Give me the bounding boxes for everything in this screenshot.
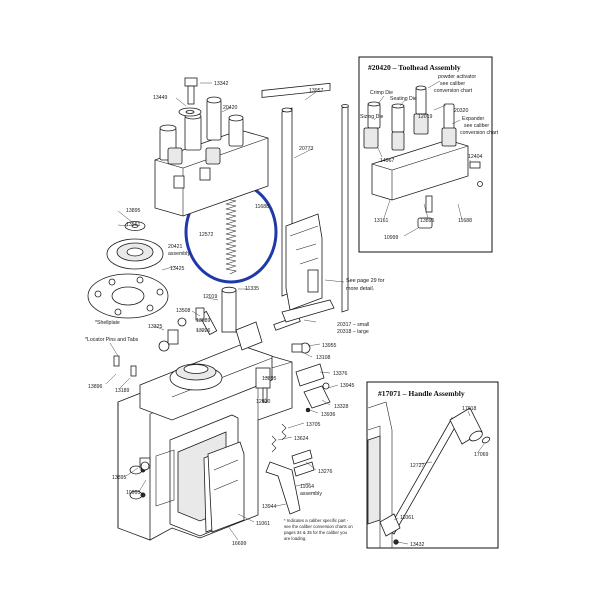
inset-label-sizing-die: Sizing Die	[360, 114, 383, 120]
inset-label-20320: 20320	[454, 108, 469, 114]
inset-label-conversion-chart-2: conversion chart	[460, 130, 499, 136]
shellplate	[87, 221, 169, 319]
label-13425: 13425	[170, 266, 185, 272]
main-part-labels: 13342 13449 20420 13957 20773 11688 1257…	[85, 81, 385, 547]
leader-lines	[105, 82, 345, 541]
handle-inset-title: #17071 – Handle Assembly	[378, 389, 465, 398]
handle-inset: #17071 – Handle Assembly 17918 17069 127…	[366, 381, 499, 549]
label-shellplate: *Shellplate	[95, 320, 120, 326]
footnote-line-4: are loading.	[284, 536, 306, 541]
label-13276: 13276	[318, 469, 333, 475]
inset-label-10999: 10999	[384, 235, 399, 241]
spring-12572	[225, 193, 237, 275]
label-11688: 11688	[255, 204, 269, 210]
label-13508: 13508	[176, 308, 191, 314]
label-12930: 12930	[256, 399, 271, 405]
note-see-page: See page 29 for	[346, 278, 385, 284]
label-13089: 13089	[196, 318, 211, 324]
inset-label-expander: Expander	[462, 116, 484, 122]
label-13328: 13328	[334, 404, 349, 410]
label-13108: 13108	[316, 355, 331, 361]
label-20773: 20773	[299, 146, 314, 152]
label-11061: 11061	[256, 521, 270, 527]
toolhead-inset: #20420 – Toolhead Assembly p	[358, 56, 499, 253]
label-13226: 13226	[196, 328, 211, 334]
inset-label-13161: 13161	[374, 218, 389, 224]
label-20318: 20318 – large	[337, 329, 369, 335]
label-20421: 20421	[168, 244, 183, 250]
handle-label-12727: 12727	[410, 463, 425, 469]
footnote-line-3: pages 34 & 35 for the caliber you	[284, 530, 348, 535]
inset-label-14967: 14967	[380, 158, 395, 164]
label-13895-mid: 13895	[262, 376, 277, 382]
inset-label-12019: 12019	[418, 114, 433, 120]
label-13449: 13449	[153, 95, 168, 101]
label-13325: 13325	[148, 324, 163, 330]
label-13896: 13896	[88, 384, 103, 390]
label-assembly: assembly	[168, 251, 190, 257]
label-13936: 13936	[321, 412, 336, 418]
frame-lower-11061	[207, 441, 245, 533]
ram-11335	[221, 286, 237, 333]
handle-label-11061: 11061	[400, 515, 414, 521]
label-16699: 16699	[232, 541, 247, 547]
label-11335: 11335	[245, 286, 259, 292]
label-13957: 13957	[309, 88, 324, 94]
label-10993: 10993	[126, 490, 141, 496]
label-13376: 13376	[333, 371, 348, 377]
handle-label-17069: 17069	[474, 452, 489, 458]
rod-13957	[341, 104, 349, 313]
inset-label-powder-activator: powder activator	[438, 74, 476, 80]
label-13955: 13955	[322, 343, 337, 349]
inset-label-see-caliber-1: see caliber	[440, 81, 465, 87]
top-bolt	[178, 77, 202, 117]
small-parts	[113, 299, 335, 515]
note-more-detail: more detail.	[346, 286, 374, 292]
inset-label-conversion-chart-1: conversion chart	[434, 88, 473, 94]
label-13342: 13342	[214, 81, 229, 87]
label-13944: 13944	[262, 504, 277, 510]
inset-label-seating-die: Seating Die	[390, 96, 417, 102]
inset-label-see-caliber-2: see caliber	[464, 123, 489, 129]
footnote-line-1: * Indicates a caliber specific part -	[284, 518, 349, 523]
label-11064: 11064	[300, 484, 314, 490]
label-locator-pins: *Locator Pins and Tabs	[85, 337, 139, 343]
label-13705: 13705	[306, 422, 321, 428]
handle-label-17918: 17918	[462, 406, 477, 412]
label-13189: 13189	[115, 388, 130, 394]
inset-label-11688: 11688	[458, 218, 472, 224]
toolhead-main	[154, 96, 269, 217]
handle-label-13432: 13432	[410, 542, 425, 548]
inset-label-13896: 13896	[420, 218, 435, 224]
label-13561: 13561	[126, 222, 141, 228]
label-assembly-2: assembly	[300, 491, 322, 497]
inset-label-crimp-die: Crimp Die	[370, 90, 393, 96]
label-13945: 13945	[340, 383, 355, 389]
toolhead-inset-title: #20420 – Toolhead Assembly	[368, 63, 461, 72]
label-20420: 20420	[223, 105, 238, 111]
ram-bracket	[285, 213, 323, 311]
label-12019: 12019	[203, 294, 218, 300]
label-13895-low: 13895	[112, 475, 127, 481]
label-12572: 12572	[199, 232, 214, 238]
label-20317: 20317 – small	[337, 322, 369, 328]
inset-label-12404: 12404	[468, 154, 483, 160]
footnote-line-2: see the caliber conversion charts on	[284, 524, 353, 529]
label-13624: 13624	[294, 436, 309, 442]
label-13895-top: 13895	[126, 208, 141, 214]
